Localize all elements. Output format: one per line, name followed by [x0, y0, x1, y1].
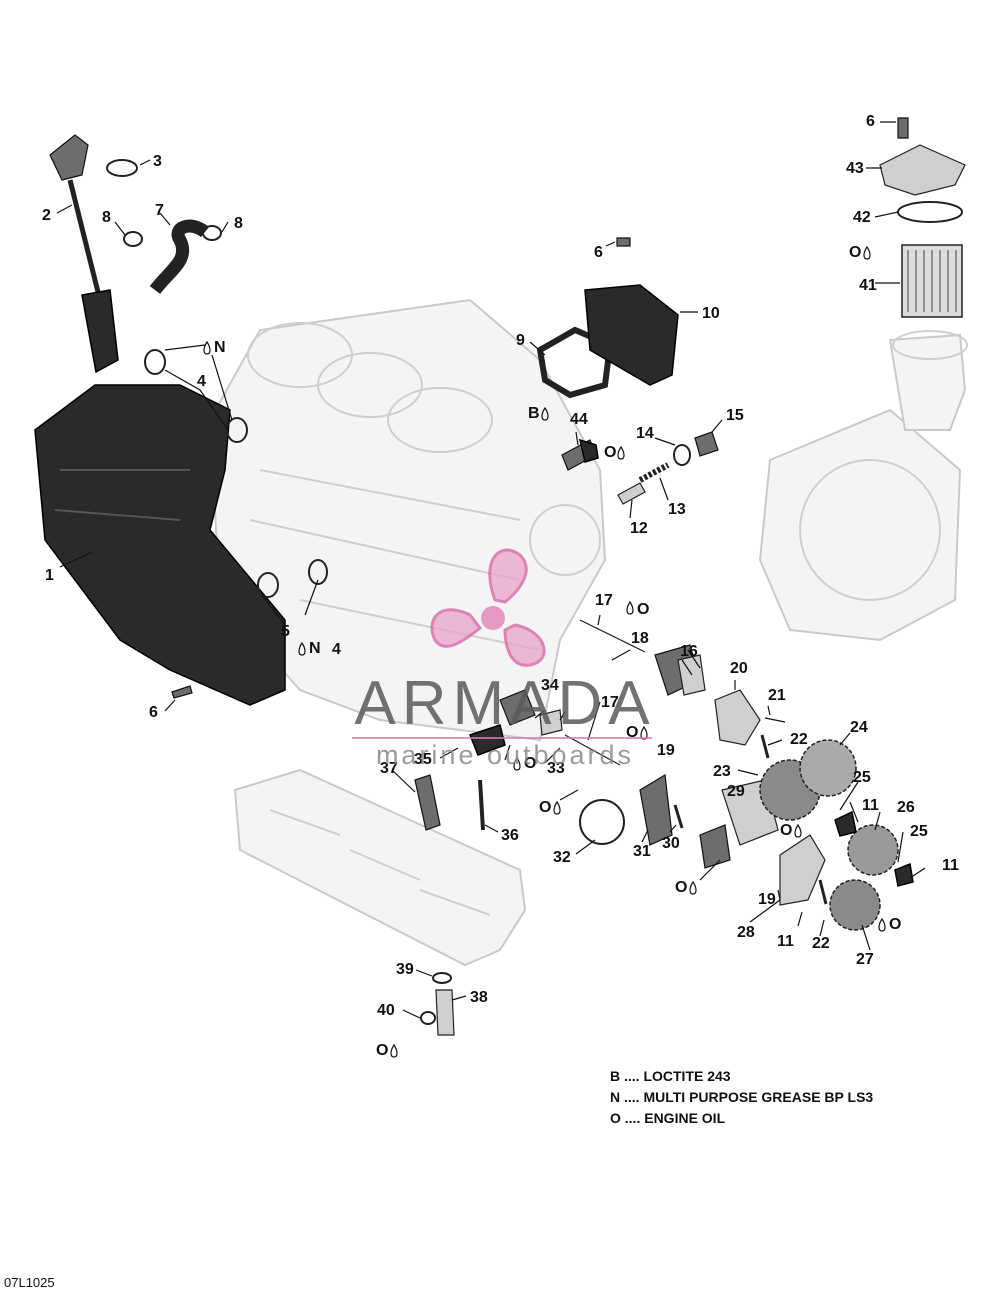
dipstick-part: [49, 134, 119, 374]
symbol-o-8: O: [889, 916, 901, 933]
symbol-o-3: O: [626, 724, 638, 741]
callout-30: 30: [662, 835, 680, 852]
cover-ghost: [758, 330, 968, 642]
bolt-44-part: [561, 438, 599, 471]
callout-4b: 4: [332, 641, 341, 658]
callout-15: 15: [726, 407, 744, 424]
callout-11a: 11: [862, 797, 879, 814]
callout-16: 16: [680, 643, 698, 660]
symbol-o-5: O: [539, 799, 551, 816]
legend-item-n: N .... MULTI PURPOSE GREASE BP LS3: [610, 1089, 874, 1105]
callout-2: 2: [42, 207, 51, 224]
callout-18: 18: [631, 630, 649, 647]
callout-32: 32: [553, 849, 571, 866]
callout-17a: 17: [595, 592, 613, 609]
callout-8a: 8: [102, 209, 111, 226]
callout-19b: 19: [758, 891, 776, 908]
watermark-title: ARMADA: [354, 669, 656, 738]
legend: B .... LOCTITE 243 N .... MULTI PURPOSE …: [610, 1066, 873, 1129]
symbol-o-10: O: [376, 1042, 388, 1059]
callout-20: 20: [730, 660, 748, 677]
callout-22b: 22: [812, 935, 830, 952]
oil-cooler-part: [536, 237, 679, 399]
symbol-o-2: O: [637, 601, 649, 618]
callout-4a: 4: [197, 373, 206, 390]
callout-34: 34: [541, 677, 559, 694]
callout-35: 35: [414, 751, 432, 768]
drain-plug-parts: [420, 972, 455, 1036]
callout-10: 10: [702, 305, 720, 322]
symbol-b: B: [528, 405, 540, 422]
screen-37-part: [414, 774, 441, 831]
callout-6b: 6: [594, 244, 603, 261]
oil-pan-ghost: [233, 768, 527, 967]
callout-37: 37: [380, 760, 398, 777]
callout-13: 13: [668, 501, 686, 518]
o-ring-3-part: [106, 159, 138, 177]
callout-labels: 1 2 3 4 4 5 6 6 6 7 8 8 9 10 11 11 11 12…: [42, 113, 959, 1059]
o-ring-5-part: [257, 572, 279, 598]
symbol-n-b: N: [309, 640, 321, 657]
o-ring-4a-part: [144, 349, 166, 375]
watermark-subtitle: marine outboards: [375, 740, 635, 770]
callout-25a: 25: [853, 769, 871, 786]
callout-25b: 25: [910, 823, 928, 840]
symbol-o-6: O: [675, 879, 687, 896]
callout-22a: 22: [790, 731, 808, 748]
callout-9: 9: [516, 332, 525, 349]
callout-8b: 8: [234, 215, 243, 232]
callout-29: 29: [727, 783, 745, 800]
relief-valve-parts: [617, 431, 719, 505]
symbol-o-4: O: [524, 755, 536, 772]
symbol-o-9: O: [849, 244, 861, 261]
symbol-o-7: O: [780, 822, 792, 839]
callout-11c: 11: [777, 933, 794, 950]
callout-44: 44: [570, 411, 588, 428]
callout-41: 41: [859, 277, 877, 294]
dowel-36-part: [478, 779, 485, 831]
o-ring-4c-part: [308, 559, 328, 585]
screw-6a-part: [171, 685, 193, 699]
callout-38: 38: [470, 989, 488, 1006]
callout-28: 28: [737, 924, 755, 941]
callout-6a: 6: [149, 704, 158, 721]
callout-14: 14: [636, 425, 654, 442]
callout-26: 26: [897, 799, 915, 816]
callout-1: 1: [45, 567, 54, 584]
oil-pump-parts: [469, 619, 914, 931]
callout-43: 43: [846, 160, 864, 177]
callout-7: 7: [155, 202, 164, 219]
callout-27: 27: [856, 951, 874, 968]
hose-part: [123, 219, 222, 295]
watermark-logo-icon: [430, 548, 546, 667]
callout-42: 42: [853, 209, 871, 226]
watermark-rule: [352, 737, 652, 739]
callout-17b: 17: [601, 694, 619, 711]
callout-21: 21: [768, 687, 786, 704]
callout-31: 31: [633, 843, 651, 860]
callout-40: 40: [377, 1002, 395, 1019]
callout-36: 36: [501, 827, 519, 844]
oil-tank-part: [34, 384, 286, 706]
oil-filter-parts: [879, 117, 966, 318]
diagram-code: 07L1025: [4, 1275, 55, 1290]
symbol-n-a: N: [214, 339, 226, 356]
callout-11b: 11: [942, 857, 959, 874]
legend-item-b: B .... LOCTITE 243: [610, 1068, 731, 1084]
callout-5: 5: [281, 623, 290, 640]
callout-24: 24: [850, 719, 868, 736]
callout-23: 23: [713, 763, 731, 780]
callout-3: 3: [153, 153, 162, 170]
callout-39: 39: [396, 961, 414, 978]
callout-12: 12: [630, 520, 648, 537]
leader-lines: [56, 121, 926, 1019]
symbol-o-1: O: [604, 444, 616, 461]
callout-33: 33: [547, 760, 565, 777]
legend-item-o: O .... ENGINE OIL: [610, 1110, 726, 1126]
callout-6c: 6: [866, 113, 875, 130]
o-ring-4b-part: [226, 417, 248, 443]
callout-19a: 19: [657, 742, 675, 759]
